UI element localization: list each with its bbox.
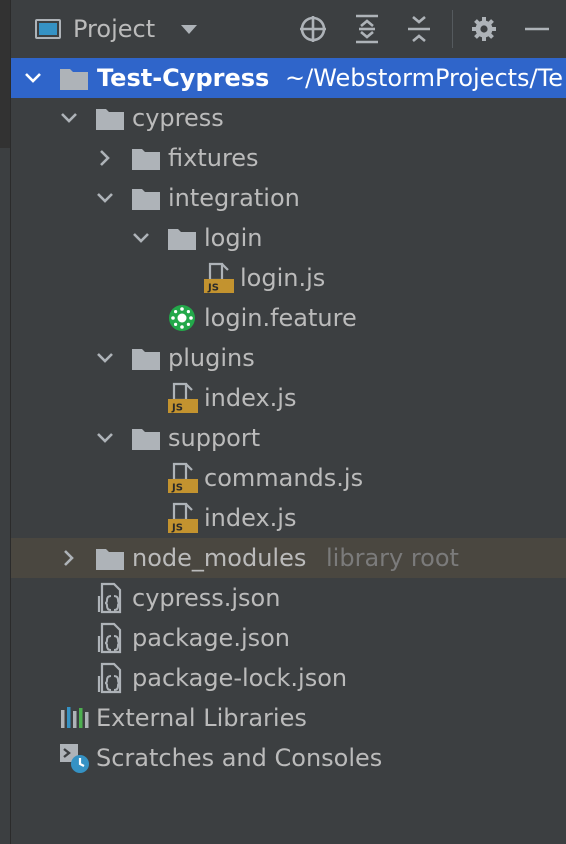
tree-label: login.feature [204, 304, 357, 332]
folder-icon [132, 189, 160, 210]
root-project-name: Test-Cypress [97, 64, 270, 92]
tree-label: commands.js [204, 464, 364, 492]
javascript-file-icon: JS [168, 382, 198, 414]
tree-label: fixtures [168, 144, 259, 172]
js-badge-text: JS [171, 483, 183, 494]
chevron-down-icon [181, 24, 198, 34]
tree-label: package-lock.json [132, 664, 348, 692]
locate-icon[interactable] [297, 13, 329, 45]
tree-label: cypress.json [132, 584, 281, 612]
folder-icon [132, 149, 160, 170]
chevron-right-icon[interactable] [95, 148, 115, 168]
js-badge-text: JS [171, 523, 183, 534]
folder-icon [96, 109, 124, 130]
hide-icon[interactable] [521, 13, 553, 45]
chevron-down-icon[interactable] [131, 228, 151, 248]
tree-row-login-feature[interactable]: login.feature [11, 298, 566, 338]
tree-row-package-lock-json[interactable]: package-lock.json [11, 658, 566, 698]
json-file-icon [97, 662, 122, 694]
folder-icon [132, 349, 160, 370]
tree-label: package.json [132, 624, 291, 652]
tree-row-external-libraries[interactable]: External Libraries [11, 698, 566, 738]
tree-label: cypress [132, 104, 224, 132]
tree-row-integration[interactable]: integration [11, 178, 566, 218]
tree-row-commands-js[interactable]: JS commands.js [11, 458, 566, 498]
tree-row-support-index-js[interactable]: JS index.js [11, 498, 566, 538]
tree-row-package-json[interactable]: package.json [11, 618, 566, 658]
active-tool-indicator [0, 0, 10, 148]
json-file-icon [97, 582, 122, 614]
tree-label: login [204, 224, 263, 252]
folder-icon [132, 429, 160, 450]
tree-label: plugins [168, 344, 255, 372]
folder-icon [96, 549, 124, 570]
folder-icon [60, 69, 88, 90]
tree-row-support[interactable]: support [11, 418, 566, 458]
tree-label: login.js [240, 264, 326, 292]
project-view-icon [35, 19, 61, 39]
javascript-file-icon: JS [168, 502, 198, 534]
tree-row-login-js[interactable]: JS login.js [11, 258, 566, 298]
javascript-file-icon: JS [168, 462, 198, 494]
scratches-icon [60, 744, 89, 773]
tree-label: Scratches and Consoles [96, 744, 383, 772]
toolbar-separator [452, 10, 453, 48]
js-badge-text: JS [207, 283, 219, 294]
tree-row-plugins-index-js[interactable]: JS index.js [11, 378, 566, 418]
project-tree: Test-Cypress ~/WebstormProjects/Te cypre… [11, 58, 566, 778]
project-view-selector[interactable]: Project [35, 12, 198, 46]
left-tool-strip [0, 0, 11, 844]
chevron-down-icon[interactable] [95, 348, 115, 368]
collapse-all-icon[interactable] [403, 13, 435, 45]
tree-label: index.js [204, 384, 297, 412]
cucumber-icon [169, 305, 195, 331]
project-toolbar: Project [11, 0, 566, 58]
tree-row-root[interactable]: Test-Cypress ~/WebstormProjects/Te [11, 58, 566, 98]
tree-row-cypress[interactable]: cypress [11, 98, 566, 138]
tree-row-scratches[interactable]: Scratches and Consoles [11, 738, 566, 778]
chevron-right-icon[interactable] [59, 548, 79, 568]
library-root-hint: library root [326, 544, 459, 572]
folder-icon [168, 229, 196, 250]
javascript-file-icon: JS [204, 262, 234, 294]
tree-row-cypress-json[interactable]: cypress.json [11, 578, 566, 618]
tree-row-fixtures[interactable]: fixtures [11, 138, 566, 178]
chevron-down-icon[interactable] [95, 428, 115, 448]
tree-row-login-folder[interactable]: login [11, 218, 566, 258]
chevron-down-icon[interactable] [23, 68, 43, 88]
gear-icon[interactable] [468, 13, 500, 45]
js-badge-text: JS [171, 403, 183, 414]
json-file-icon [97, 622, 122, 654]
root-project-path: ~/WebstormProjects/Te [285, 64, 563, 92]
external-libraries-icon [61, 707, 89, 728]
tree-label: index.js [204, 504, 297, 532]
tree-label: External Libraries [96, 704, 307, 732]
chevron-down-icon[interactable] [95, 188, 115, 208]
tree-row-node-modules[interactable]: node_modules library root [11, 538, 566, 578]
tree-label: support [168, 424, 261, 452]
tree-label: node_modules [132, 544, 307, 572]
project-view-label: Project [73, 15, 156, 43]
tree-label: integration [168, 184, 300, 212]
expand-all-icon[interactable] [351, 13, 383, 45]
tree-row-plugins[interactable]: plugins [11, 338, 566, 378]
chevron-down-icon[interactable] [59, 108, 79, 128]
